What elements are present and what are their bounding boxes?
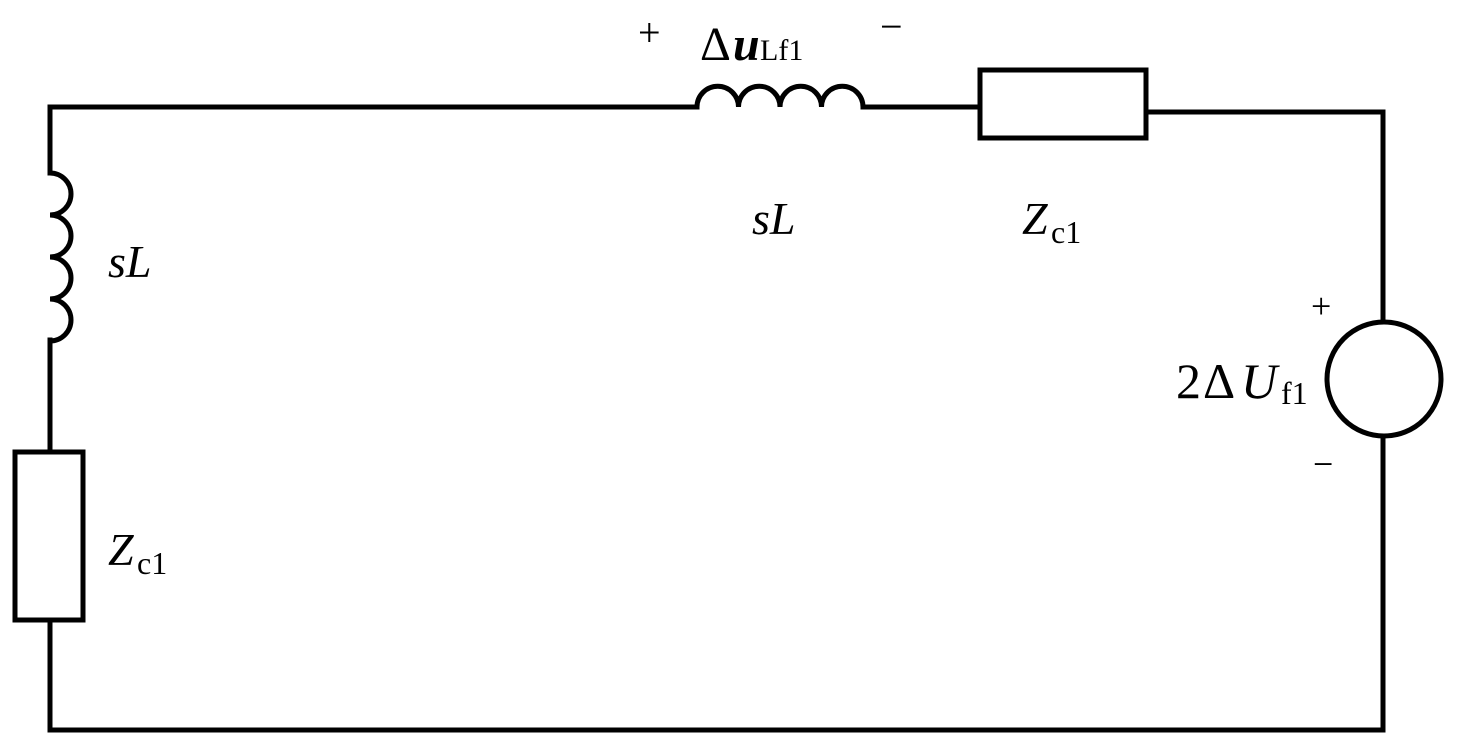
source-subscript: f1: [1281, 375, 1308, 411]
voltage-delta: Δ: [700, 18, 731, 71]
source-coefficient: 2: [1176, 353, 1201, 409]
wire-top-right: [1143, 109, 1386, 325]
left-resistor-main: Z: [108, 524, 134, 575]
source-plus-sign: +: [1311, 286, 1331, 326]
voltage-minus-sign: −: [880, 4, 903, 49]
top-resistor: [977, 67, 1149, 141]
left-resistor-label: Z c1: [108, 524, 167, 581]
source-delta: Δ: [1203, 353, 1235, 409]
top-inductor-voltage-label: + Δ u Lf1 −: [638, 4, 903, 71]
voltage-source: [1324, 319, 1444, 439]
left-resistor: [12, 449, 86, 623]
wires: [47, 104, 1386, 733]
source-variable: U: [1241, 353, 1280, 409]
top-inductor-label: sL: [752, 193, 795, 244]
left-resistor-subscript: c1: [137, 545, 167, 581]
voltage-plus-sign: +: [638, 10, 661, 55]
source-label: + 2 Δ U f1 −: [1176, 286, 1333, 484]
left-inductor-label: sL: [108, 236, 151, 287]
top-resistor-main: Z: [1022, 193, 1048, 244]
voltage-variable: u: [733, 18, 760, 71]
voltage-subscript: Lf1: [760, 34, 803, 67]
wire-bottom: [47, 617, 1386, 733]
top-resistor-subscript: c1: [1051, 214, 1081, 250]
top-resistor-label: Z c1: [1022, 193, 1081, 250]
source-minus-sign: −: [1313, 444, 1333, 484]
left-inductor: [49, 170, 74, 344]
top-inductor: [694, 83, 866, 108]
